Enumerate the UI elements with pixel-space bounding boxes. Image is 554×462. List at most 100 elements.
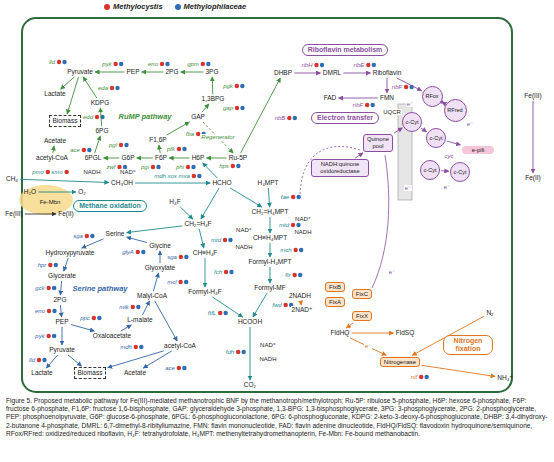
carrier-circle: c-Cyt [420, 160, 440, 180]
enzyme-label: zwf [106, 164, 117, 171]
organism-dot [314, 63, 318, 67]
node-text: Acetate [124, 369, 146, 376]
organism-dot [131, 305, 135, 309]
node-text: PEP [126, 68, 139, 75]
pathway-arrow [142, 72, 164, 73]
pathway-arrow [205, 258, 206, 287]
pathway-arrow [20, 179, 109, 182]
organism-dot [224, 270, 228, 274]
node-text: FixB [329, 284, 341, 291]
metabolite: Oxaloacetate [92, 332, 132, 339]
node-text: Lactate [31, 369, 52, 376]
node-text: G6P [121, 154, 134, 161]
metabolite: Formyl-H₄MPT [247, 258, 292, 265]
organism-dot [231, 164, 235, 168]
node-text: KDPG [91, 99, 109, 106]
organism-dot [197, 174, 201, 178]
edge-label: e⁻ [364, 343, 373, 350]
node-text: Malyl-CoA [137, 292, 167, 299]
organism-dot [293, 248, 297, 252]
organism-dot [291, 223, 295, 227]
enzyme-label: ftfL [207, 310, 217, 317]
pathway-arrow [25, 214, 56, 215]
edge-label: Regenerator [200, 134, 235, 141]
organism-dot [46, 334, 50, 338]
complex-box: Quinone pool [363, 134, 393, 151]
organism-dot [64, 170, 68, 174]
protein-box: FixA [325, 297, 345, 308]
organism-dot [206, 62, 210, 66]
organism-dot [298, 273, 302, 277]
cofactor-label: NADH [82, 169, 101, 176]
node-text: FldSQ [396, 329, 414, 336]
pathway-arrow [38, 192, 76, 193]
metabolite: Acetate [123, 369, 147, 376]
legend-swatch [175, 4, 181, 10]
node-text: H₄MPT [257, 179, 278, 186]
enzyme-label: ace [164, 365, 176, 372]
organism-dot [229, 270, 233, 274]
species-label: Fe(II) [57, 210, 75, 217]
electron-label: e⁻ [404, 185, 413, 192]
pathway-arrow [68, 355, 82, 366]
organism-dot [296, 223, 300, 227]
node-text: GAP [191, 113, 205, 120]
organism-dot [201, 62, 205, 66]
node-text: Pyruvate [67, 68, 93, 75]
node-text: e-pili [472, 147, 485, 154]
metabolite: 2PG [52, 296, 67, 303]
enzyme-label: pgl [108, 142, 118, 149]
pathway-arrow [212, 77, 214, 94]
node-text: RFred [447, 107, 462, 113]
metabolite: Serine [105, 230, 126, 237]
organism-dot [186, 165, 190, 169]
species-label: O₂ [77, 188, 87, 195]
pathway-arrow [153, 273, 158, 291]
figure-caption: Figure 5. Proposed metabolic pathway for… [6, 397, 548, 438]
node-text: DMRL [323, 69, 341, 76]
organism-dot [291, 195, 295, 199]
cofactor-label: NADH [293, 229, 312, 236]
organism-dot [424, 375, 428, 379]
metabolite: Malyl-CoA [136, 292, 168, 299]
pathway-arrow [352, 333, 394, 334]
protein-box: Nitrogenase [380, 357, 420, 368]
node-text: 2NAD⁺ [292, 306, 313, 313]
pathway-arrow [339, 98, 378, 99]
enzyme-label: gpm [186, 61, 200, 68]
organism-dot [115, 86, 119, 90]
organism-dot [119, 143, 123, 147]
metabolite: GAP [190, 113, 206, 120]
organism-dot [134, 345, 138, 349]
organism-dot [372, 63, 376, 67]
pathway-arrow [135, 183, 210, 184]
organism-dot [223, 311, 227, 315]
carrier-circle: RFox [422, 86, 443, 107]
metabolite: H₄MPT [256, 179, 279, 186]
pathway-arrow [61, 327, 62, 345]
node-text: c-Cyt [454, 169, 467, 175]
metabolite: CH≡H₄MPT [252, 234, 288, 241]
node-text: CH≡H₄F [193, 249, 218, 256]
species-label: Fe(III) [4, 210, 23, 217]
legend-text: Methylocystis [113, 2, 163, 11]
node-text: Glycine [149, 242, 171, 249]
metabolite: 6PGL [84, 154, 103, 161]
species-label: H₂O [23, 188, 37, 195]
species-label: N₂ [485, 309, 494, 316]
node-text: Quinone pool [366, 136, 390, 149]
metabolite: acetyl-CoA [35, 154, 69, 161]
metabolite: 2NAD⁺ [291, 306, 314, 313]
node-text: FixA [329, 299, 341, 306]
organism-dot [52, 334, 56, 338]
node-text: Lactate [44, 90, 65, 97]
pathway-arrow [343, 73, 370, 74]
enzyme-label: phi [175, 164, 185, 171]
pathway-arrow [61, 77, 75, 89]
node-text: Fe(III) [524, 92, 541, 99]
metabolite: Hydroxypyruvate [45, 249, 96, 256]
biomass-box: Biomass [74, 367, 107, 378]
enzyme-label: mcl [166, 279, 177, 286]
pathway-arrow [137, 158, 153, 159]
